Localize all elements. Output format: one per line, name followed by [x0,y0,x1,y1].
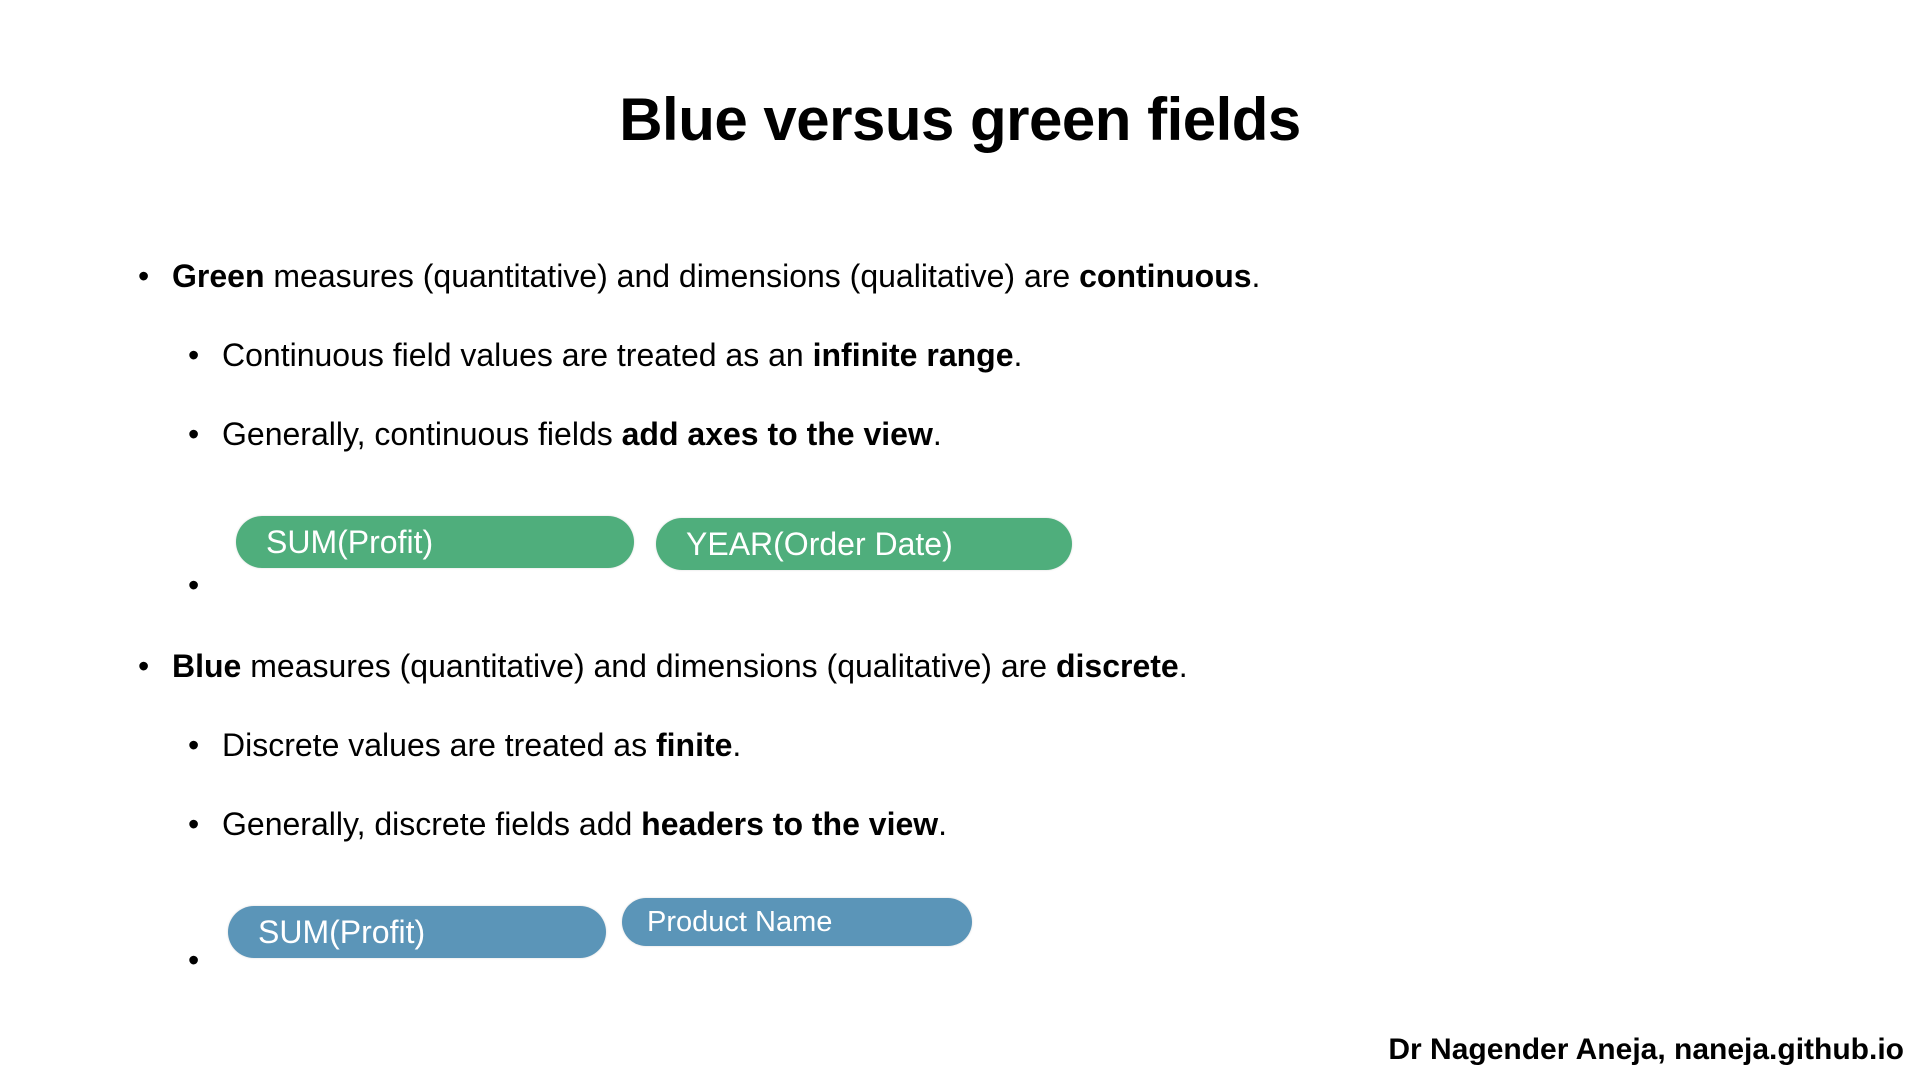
green-sub-point-1: Continuous field values are treated as a… [222,337,1023,373]
bullet: • [188,337,200,373]
green-label: Green [172,258,265,294]
footer-credit: Dr Nagender Aneja, naneja.github.io [1388,1033,1904,1066]
continuous-label: continuous [1079,258,1252,294]
bullet: • [138,258,150,294]
blue-sub-point-2: Generally, discrete fields add headers t… [222,806,948,842]
bullet: • [188,727,200,763]
green-main-point: Green measures (quantitative) and dimens… [172,258,1261,294]
bullet: • [138,648,150,684]
green-pill-sum-profit: SUM(Profit) [236,516,634,568]
bullet: • [188,567,200,603]
blue-sub-point-1: Discrete values are treated as finite. [222,727,742,763]
bullet: • [188,416,200,452]
green-pill-year-order-date: YEAR(Order Date) [656,518,1072,570]
blue-main-point: Blue measures (quantitative) and dimensi… [172,648,1188,684]
green-sub-point-2: Generally, continuous fields add axes to… [222,416,942,452]
slide-title: Blue versus green fields [619,86,1301,153]
blue-pill-sum-profit: SUM(Profit) [228,906,606,958]
bullet: • [188,806,200,842]
bullet: • [188,942,200,978]
blue-pill-product-name: Product Name [622,898,972,946]
blue-label: Blue [172,648,242,684]
discrete-label: discrete [1055,648,1179,684]
